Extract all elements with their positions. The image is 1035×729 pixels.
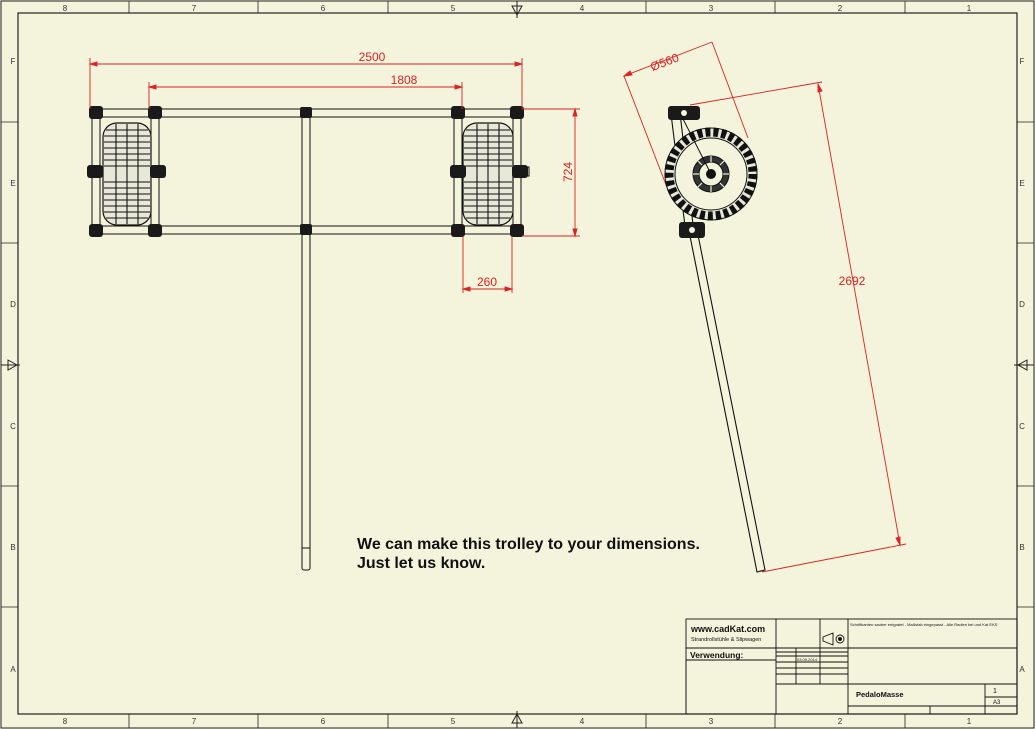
zone-top-8: 8 [63,4,68,13]
top-view-wheel-left [102,122,152,226]
note-line-2: Just let us know. [357,555,486,572]
dimension-lines [88,41,907,573]
zone-left-C: C [10,422,16,431]
company-tagline: Strandrollstühle & Slipwagen [691,637,761,643]
zone-right-D: D [1019,300,1025,309]
zone-top-1: 1 [967,4,972,13]
zone-top-4: 4 [580,4,585,13]
zone-bottom-5: 5 [451,717,456,726]
dimension-wheel-width: 260 [477,275,497,289]
zone-bottom-6: 6 [321,717,326,726]
zone-right-F: F [1020,57,1025,66]
custom-dimensions-note: We can make this trolley to your dimensi… [357,535,700,573]
zone-left-F: F [11,57,16,66]
title-block [685,618,1018,715]
zone-top-2: 2 [838,4,843,13]
side-view-trolley [664,106,766,573]
dimension-inner-length: 1808 [391,73,418,87]
dimension-width: 724 [561,162,575,182]
zone-right-C: C [1019,422,1025,431]
frame-joints [87,106,528,237]
zone-bottom-7: 7 [192,717,197,726]
remarks-text: Schriftkanten sauber entgratet - Maßstab… [850,622,998,627]
projection-symbol-icon [822,632,845,646]
zone-top-5: 5 [451,4,456,13]
usage-label: Verwendung: [690,650,744,660]
zone-bottom-1: 1 [967,717,972,726]
zone-right-E: E [1019,179,1024,188]
zone-left-D: D [10,300,16,309]
zone-right-A: A [1019,665,1025,674]
top-view-wheel-right [462,122,514,226]
sheet-number: 1 [993,688,997,695]
zone-left-A: A [10,665,16,674]
zone-top-3: 3 [709,4,714,13]
dimension-handle-length: 2692 [839,274,866,288]
dimension-overall-length: 2500 [359,50,386,64]
zone-bottom-8: 8 [63,717,68,726]
note-line-1: We can make this trolley to your dimensi… [357,536,700,553]
sheet-format: A3 [993,700,1001,706]
drawing-name: PedaloMasse [856,690,904,699]
zone-bottom-2: 2 [838,717,843,726]
zone-right-B: B [1019,543,1024,552]
zone-top-6: 6 [321,4,326,13]
drawing-date: 03.09.2014 [797,657,818,662]
zone-bottom-3: 3 [709,717,714,726]
zone-left-B: B [10,543,15,552]
zone-left-E: E [10,179,15,188]
zone-top-7: 7 [192,4,197,13]
company-url: www.cadKat.com [690,624,765,634]
zone-bottom-4: 4 [580,717,585,726]
dimension-wheel-diameter: Ø560 [648,50,681,74]
